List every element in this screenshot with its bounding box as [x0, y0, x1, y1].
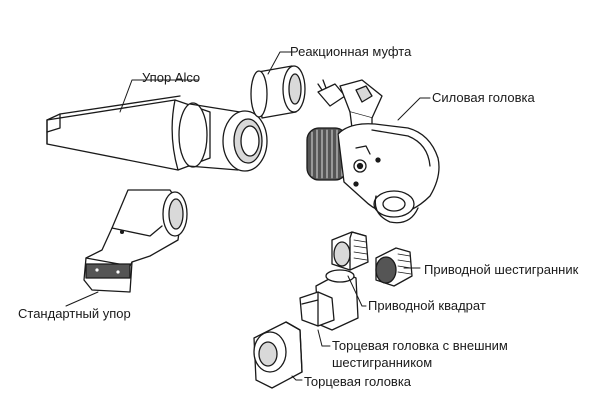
label-power-head: Силовая головка: [432, 90, 535, 105]
power-head-part: [306, 79, 440, 224]
label-reaction-coupling: Реакционная муфта: [290, 44, 412, 59]
label-alco-stop: Упор Alco: [142, 70, 201, 85]
label-socket: Торцевая головка: [304, 374, 412, 389]
standard-stop-part: [83, 189, 188, 293]
drive-hex-part: [375, 247, 413, 287]
label-hex-socket-line2: шестигранником: [332, 355, 433, 370]
label-drive-hex: Приводной шестигранник: [424, 262, 579, 277]
leader-lines: [65, 51, 431, 381]
reaction-coupling-part: [250, 65, 306, 119]
socket-part: [253, 321, 303, 389]
hex-socket-part: [299, 269, 359, 331]
drive-square-part: [331, 231, 369, 271]
label-hex-socket-line1: Торцевая головка с внешним: [332, 338, 508, 353]
label-drive-square: Приводной квадрат: [368, 298, 486, 313]
alco-stop-part: [46, 95, 268, 172]
label-standard-stop: Стандартный упор: [18, 306, 131, 321]
